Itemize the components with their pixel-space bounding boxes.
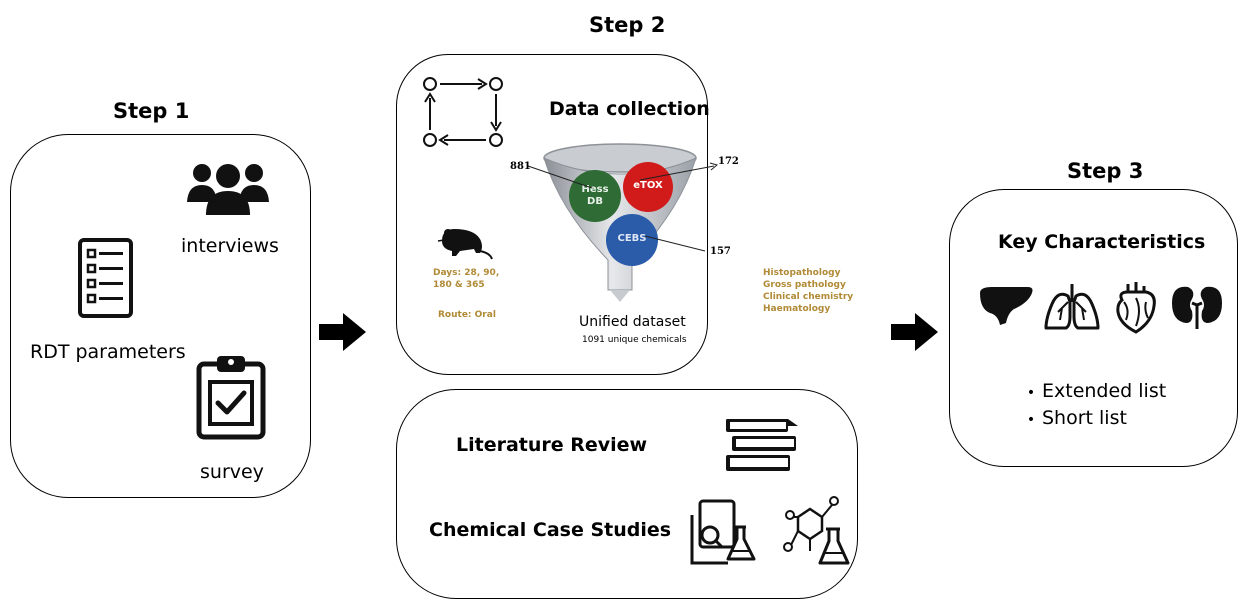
- etox-bubble: [623, 162, 673, 212]
- step2-heading: Step 2: [589, 13, 666, 37]
- cebs-count: 157: [710, 246, 731, 257]
- people-icon: [187, 164, 269, 215]
- etox-circle: [623, 162, 673, 212]
- step3-heading: Step 3: [1067, 159, 1144, 183]
- arrow-right-icon: [891, 313, 938, 351]
- days-text: Days: 28, 90, 180 & 365: [433, 268, 500, 290]
- hessdb-count: 881: [510, 161, 531, 172]
- kidneys-icon: [1172, 286, 1222, 329]
- literature-review-title: Literature Review: [456, 434, 648, 456]
- short-list-item: Short list: [1020, 406, 1166, 433]
- rdt-parameters-label: RDT parameters: [30, 341, 186, 363]
- cebs-label: CEBS: [617, 233, 647, 244]
- extended-list-item: Extended list: [1020, 379, 1166, 406]
- interviews-label: interviews: [181, 235, 279, 257]
- survey-label: survey: [200, 461, 264, 483]
- books-icon: [726, 419, 798, 471]
- rat-icon: [437, 229, 493, 260]
- route-text: Route: Oral: [438, 310, 496, 320]
- unified-dataset-subtitle: 1091 unique chemicals: [582, 335, 687, 345]
- liver-icon: [980, 287, 1033, 325]
- clipboard-check-icon: [196, 356, 266, 440]
- heart-icon: [1116, 282, 1156, 334]
- key-characteristics-title: Key Characteristics: [998, 231, 1206, 253]
- hessdb-label: Hess DB: [581, 184, 609, 207]
- case-studies-title: Chemical Case Studies: [429, 519, 672, 541]
- etox-count: 172: [718, 156, 739, 167]
- data-collection-title: Data collection: [549, 98, 710, 120]
- cebs-circle: [606, 214, 658, 266]
- step1-heading: Step 1: [113, 99, 190, 123]
- key-characteristics-list: Extended list Short list: [1020, 379, 1166, 433]
- checklist-icon: [78, 238, 133, 318]
- endpoints-text: Histopathology Gross pathology Clinical …: [763, 268, 854, 314]
- arrow-right-icon: [319, 313, 366, 351]
- etox-label: eTOX: [633, 180, 663, 191]
- lungs-icon: [1044, 284, 1100, 330]
- molecule-flask-icon: [783, 496, 850, 565]
- hessdb-circle: [569, 170, 621, 222]
- cebs-bubble: [606, 214, 658, 266]
- leader-lines: [527, 162, 719, 252]
- hessdb-bubble: [569, 170, 621, 222]
- unified-dataset-label: Unified dataset: [579, 314, 686, 330]
- document-search-flask-icon: [690, 499, 756, 565]
- cycle-icon: [423, 77, 503, 147]
